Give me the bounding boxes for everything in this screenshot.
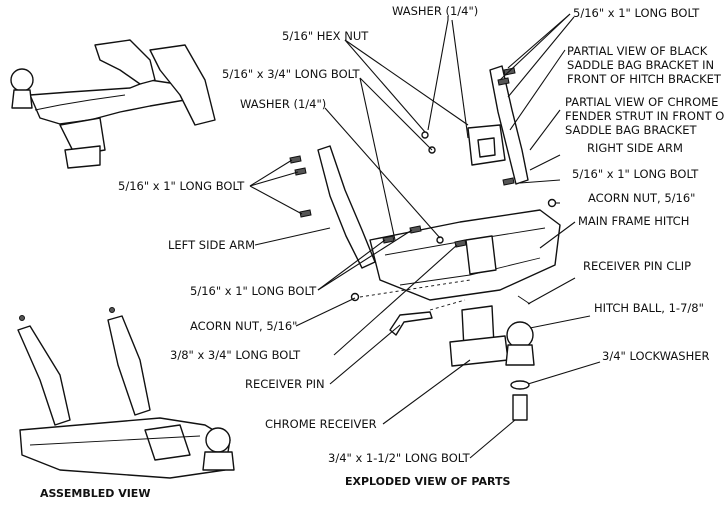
label-bolt-38x34: 3/8" x 3/4" LONG BOLT xyxy=(170,348,301,362)
label-left-side-arm: LEFT SIDE ARM xyxy=(168,238,255,252)
caption-exploded-view: EXPLODED VIEW OF PARTS xyxy=(345,475,510,488)
left-side-arm-part xyxy=(317,145,376,269)
part-labels: WASHER (1/4") 5/16" x 1" LONG BOLT 5/16"… xyxy=(118,4,725,465)
label-washer-top: WASHER (1/4") xyxy=(392,4,478,18)
label-bolt-516x1-right: 5/16" x 1" LONG BOLT xyxy=(572,167,699,181)
label-acorn-nut-right: ACORN NUT, 5/16" xyxy=(588,191,695,205)
label-partial-chrome-2: FENDER STRUT IN FRONT OF xyxy=(565,109,725,123)
label-bolt-516x1-left: 5/16" x 1" LONG BOLT xyxy=(118,179,245,193)
assembled-view-top-illustration xyxy=(10,39,216,169)
main-frame-hitch-part xyxy=(369,209,561,301)
label-partial-black-3: FRONT OF HITCH BRACKET xyxy=(567,72,722,86)
label-receiver-pin-clip: RECEIVER PIN CLIP xyxy=(583,259,691,273)
label-hitch-ball: HITCH BALL, 1-7/8" xyxy=(594,301,704,315)
label-washer-left: WASHER (1/4") xyxy=(240,97,326,111)
assembled-view-illustration xyxy=(17,307,235,479)
leader-lines xyxy=(249,13,601,459)
caption-assembled-view: ASSEMBLED VIEW xyxy=(40,487,150,500)
label-receiver-pin: RECEIVER PIN xyxy=(245,377,325,391)
label-main-frame-hitch: MAIN FRAME HITCH xyxy=(578,214,689,228)
hitch-ball-part xyxy=(506,321,534,349)
label-partial-chrome-1: PARTIAL VIEW OF CHROME xyxy=(565,95,718,109)
lockwasher-part xyxy=(510,380,530,390)
label-bolt-516x34: 5/16" x 3/4" LONG BOLT xyxy=(222,67,360,81)
label-bolt-34x112: 3/4" x 1-1/2" LONG BOLT xyxy=(328,451,471,465)
label-bolt-516x1-top: 5/16" x 1" LONG BOLT xyxy=(573,6,700,20)
receiver-pin-part xyxy=(389,311,433,336)
long-bolt-34-part xyxy=(512,394,528,421)
label-lockwasher: 3/4" LOCKWASHER xyxy=(602,349,709,363)
label-partial-chrome-3: SADDLE BAG BRACKET xyxy=(565,123,697,137)
label-hex-nut: 5/16" HEX NUT xyxy=(282,29,369,43)
label-partial-black-2: SADDLE BAG BRACKET IN xyxy=(567,58,714,72)
label-partial-black-1: PARTIAL VIEW OF BLACK xyxy=(567,44,708,58)
label-right-side-arm: RIGHT SIDE ARM xyxy=(587,141,683,155)
exploded-view-illustration xyxy=(289,65,561,421)
label-chrome-receiver: CHROME RECEIVER xyxy=(265,417,377,431)
label-bolt-516x1-lower: 5/16" x 1" LONG BOLT xyxy=(190,284,317,298)
label-acorn-nut-left: ACORN NUT, 5/16" xyxy=(190,319,297,333)
